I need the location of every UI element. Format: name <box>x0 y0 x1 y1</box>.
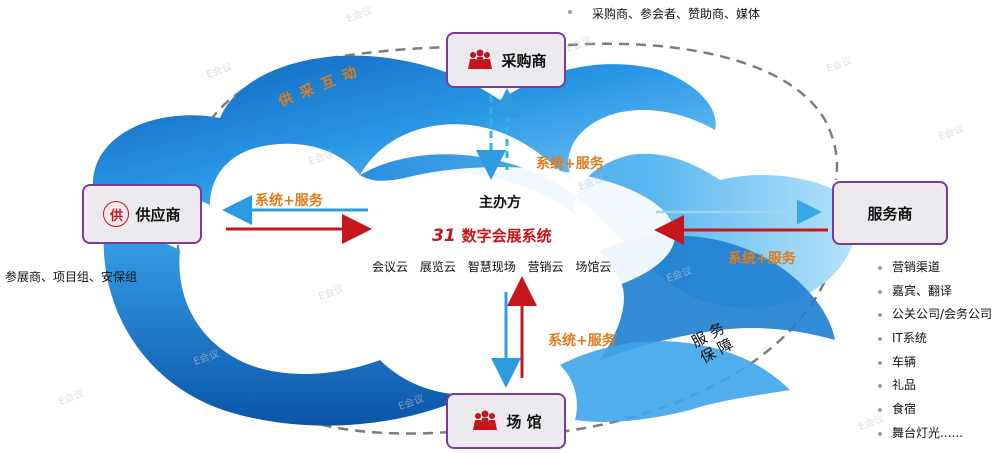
watermark: E会议 <box>205 60 234 81</box>
supplier-icon-char: 供 <box>109 208 123 224</box>
supplier-label: 供应商 <box>135 205 181 224</box>
watermark: E会议 <box>307 147 336 168</box>
purchaser-label: 采购商 <box>501 51 547 70</box>
list-item: 公关公司/会务公司 <box>878 303 992 327</box>
center-area <box>325 167 675 303</box>
venue-node[interactable]: 场 馆 <box>446 393 566 449</box>
watermark: E会议 <box>57 387 86 408</box>
list-item: 车辆 <box>878 351 992 375</box>
system-logo: 31 <box>432 226 456 246</box>
bullet <box>568 10 572 14</box>
watermark: E会议 <box>825 54 854 75</box>
organizer-label: 主办方 <box>479 195 521 211</box>
list-item: 礼品 <box>878 374 992 398</box>
purchaser-node[interactable]: 采购商 <box>446 32 566 88</box>
system-service-label: 系统+服务 <box>548 333 616 349</box>
supplier-node[interactable]: 供 供应商 <box>82 184 202 244</box>
people-icon <box>465 49 495 71</box>
venue-label: 场 馆 <box>506 412 542 431</box>
supplier-icon: 供 <box>103 201 130 227</box>
list-item: 营销渠道 <box>878 256 992 280</box>
system-name: 数字会展系统 <box>461 227 552 245</box>
list-item: 食宿 <box>878 398 992 422</box>
cloud-ribbon <box>92 55 857 426</box>
system-service-label: 系统+服务 <box>728 251 796 267</box>
system-service-label: 系统+服务 <box>255 193 323 209</box>
list-item: IT系统 <box>878 327 992 351</box>
system-title: 31 数字会展系统 <box>432 225 552 246</box>
cloud-item: 展览云 <box>419 260 456 274</box>
watermark: E会议 <box>345 4 374 25</box>
watermark: E会议 <box>937 122 966 143</box>
cloud-item: 会议云 <box>372 260 409 274</box>
supplier-note: 参展商、项目组、安保组 <box>5 270 138 284</box>
cloud-item: 智慧现场 <box>467 260 516 274</box>
service-item-list: 营销渠道 嘉宾、翻译 公关公司/会务公司 IT系统 车辆 礼品 食宿 舞台灯光.… <box>878 256 992 446</box>
service-node[interactable]: 服务商 <box>832 181 948 245</box>
cloud-item: 场馆云 <box>575 260 612 274</box>
system-service-label: 系统+服务 <box>536 156 604 172</box>
cloud-item: 营销云 <box>527 260 564 274</box>
top-note: 采购商、参会者、赞助商、媒体 <box>592 7 761 21</box>
watermark: E会议 <box>317 282 346 303</box>
watermark: E会议 <box>565 34 594 55</box>
arrows <box>222 88 828 388</box>
service-label: 服务商 <box>867 204 913 223</box>
list-item: 嘉宾、翻译 <box>878 280 992 304</box>
people-icon <box>470 410 500 432</box>
cloud-list: 会议云 展览云 智慧现场 营销云 场馆云 <box>372 258 611 275</box>
list-item: 舞台灯光...... <box>878 422 992 446</box>
